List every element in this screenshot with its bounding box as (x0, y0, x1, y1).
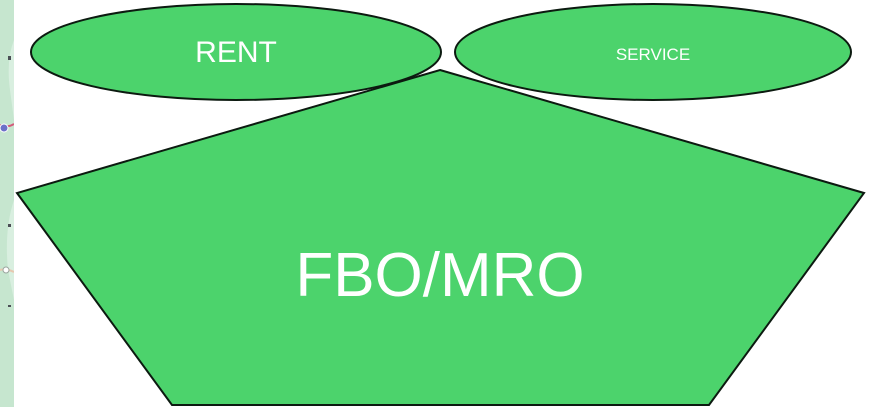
map-strip-icon (0, 0, 14, 407)
fbo-mro-pentagon (15, 68, 866, 406)
fbo-mro-label: FBO/MRO (295, 241, 584, 310)
service-oval (454, 3, 852, 101)
map-strip-graphic (0, 0, 14, 407)
rent-label: RENT (195, 36, 277, 69)
service-label: SERVICE (616, 45, 690, 64)
rent-oval (30, 3, 442, 101)
